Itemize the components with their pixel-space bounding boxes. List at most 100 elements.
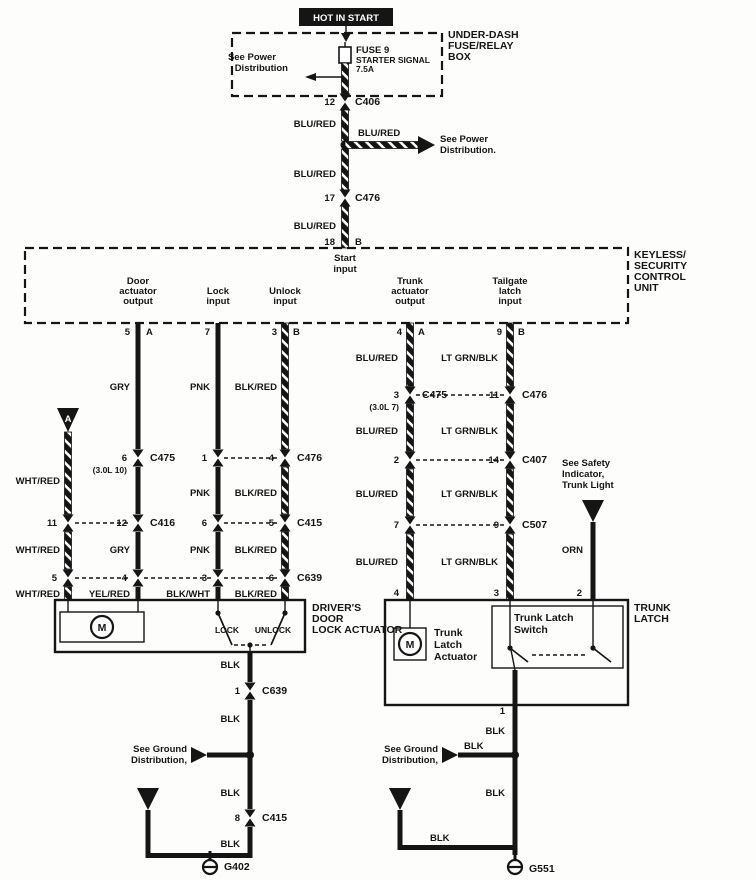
- trunk-switch-frame: [491, 605, 624, 669]
- connector-c475-icon: [404, 386, 416, 404]
- connector-pin: 2: [394, 455, 399, 466]
- connector-name: C407: [522, 454, 547, 466]
- junction-dot: [246, 751, 254, 759]
- wire-label-blk-wht: BLK/WHT: [166, 589, 210, 600]
- lock-label: LOCK: [215, 625, 240, 635]
- fuse-name: FUSE 9: [356, 45, 389, 56]
- motor-icon: [397, 631, 423, 657]
- connector-pin: 11: [489, 390, 500, 401]
- see-power-ref: See Power: [440, 134, 488, 145]
- fuse-detail: STARTER SIGNAL: [356, 55, 430, 65]
- junction-dot: [511, 751, 519, 759]
- wire-blu-red: [341, 148, 349, 191]
- left-harness: A 6 C475 (3.0L 10) 1 4 C476 11 12 C416 6…: [16, 322, 322, 601]
- connector-pin: 6: [269, 573, 274, 584]
- wire-lt-grn-blk: [506, 533, 514, 601]
- connector-c507-icon: [404, 516, 416, 534]
- connector-pin: 14: [488, 455, 499, 466]
- right-arrow-icon: [191, 747, 207, 763]
- see-ground-ref: See Ground: [133, 744, 187, 755]
- wire-label-blu-red: BLU/RED: [356, 489, 398, 500]
- wire-blk-red: [281, 586, 289, 601]
- wire-blk: [145, 853, 253, 858]
- fuse-symbol: [338, 46, 352, 64]
- connector-c639-icon: [244, 682, 256, 700]
- wire-blk: [512, 670, 518, 855]
- connector-pin: 12: [324, 97, 335, 108]
- wire-gry: [135, 532, 141, 569]
- connector-name: C406: [355, 96, 380, 108]
- motor-label: M: [406, 639, 415, 651]
- connector-pin: 9: [494, 520, 499, 531]
- control-unit-section: KEYLESS/ SECURITY CONTROL UNIT Start inp…: [23, 246, 687, 338]
- connector-ref-a-label: A: [65, 414, 72, 425]
- left-arrow-icon: [305, 73, 316, 81]
- connector-pin: 17: [324, 193, 335, 204]
- wire-pnk: [215, 323, 221, 449]
- connector-name: C639: [262, 685, 287, 697]
- control-unit-title: KEYLESS/: [634, 249, 686, 261]
- pin-number: 4: [397, 327, 403, 338]
- wire-label-blu-red: BLU/RED: [294, 119, 336, 130]
- see-ground-ref: See Ground: [384, 744, 438, 755]
- hot-in-start-box: [299, 8, 393, 26]
- trunk-latch-section: TRUNK LATCH M Trunk Latch Actuator Trunk…: [383, 598, 671, 707]
- wire-wht-red: [64, 586, 72, 601]
- ground-ref-icon: [137, 788, 159, 810]
- wire-blu-red: [341, 62, 349, 95]
- pin-letter: B: [355, 237, 362, 248]
- connector-name: C476: [297, 452, 322, 464]
- wire-label-blk: BLK: [220, 660, 240, 671]
- wire-label-wht-red: WHT/RED: [16, 589, 60, 600]
- wire-blu-red: [406, 322, 414, 387]
- trunk-latch-title: TRUNK: [634, 602, 671, 614]
- wire-orn: [590, 522, 596, 600]
- pin-letter: A: [418, 327, 425, 338]
- switch-out-lead: [510, 649, 516, 671]
- connector-name: C507: [522, 519, 547, 531]
- pin-number: 4: [394, 588, 400, 599]
- wire-label-wht-red: WHT/RED: [16, 545, 60, 556]
- wire-blu-red: [341, 205, 349, 249]
- wire-label-blk: BLK: [220, 788, 240, 799]
- trunk-latch-outline: [383, 598, 630, 707]
- pin-number: 9: [497, 327, 502, 338]
- col-label-trunk: actuator: [391, 286, 429, 297]
- see-ground-ref: Distribution,: [131, 755, 187, 766]
- wire-label-blk: BLK: [220, 714, 240, 725]
- see-safety-ref: Trunk Light: [562, 480, 615, 491]
- wire-pnk: [215, 532, 221, 569]
- wire-label-gry: GRY: [110, 545, 131, 556]
- wire-label-blu-red: BLU/RED: [294, 221, 336, 232]
- pin-letter: B: [518, 327, 525, 338]
- wire-label-pnk: PNK: [190, 382, 210, 393]
- wire-lt-grn-blk: [506, 468, 514, 517]
- wire-label-blk-red: BLK/RED: [235, 589, 277, 600]
- wire-blk-wht: [215, 587, 221, 600]
- see-ground-ref: Distribution,: [382, 755, 438, 766]
- connector-c415-icon: [212, 514, 224, 532]
- connector-name: C475: [422, 389, 447, 401]
- connector-name: C415: [297, 517, 322, 529]
- fuse-box-title: FUSE/RELAY: [448, 40, 514, 52]
- connector-c639-icon: [279, 569, 291, 587]
- wire-label-blk: BLK: [220, 839, 240, 850]
- connector-pin: 3: [394, 390, 399, 401]
- col-label-door: actuator: [119, 286, 157, 297]
- connector-name: C416: [150, 517, 175, 529]
- wire-blu-red: [406, 403, 414, 452]
- wire-label-lt-grn-blk: LT GRN/BLK: [441, 426, 498, 437]
- wire-gry: [135, 467, 141, 514]
- trunk-switch-label: Trunk Latch: [514, 612, 574, 624]
- wire-label-blk: BLK: [464, 741, 484, 752]
- connector-c476-icon: [504, 386, 516, 404]
- connector-name: C476: [522, 389, 547, 401]
- fuse-rating: 7.5A: [356, 64, 374, 74]
- wire-blu-red: [406, 533, 414, 601]
- connector-pin: 11: [47, 518, 58, 529]
- see-power-ref: Distribution: [235, 63, 288, 74]
- wire-blk-red: [281, 531, 289, 570]
- connector-c415-icon: [279, 514, 291, 532]
- trunk-actuator-label: Latch: [434, 639, 462, 651]
- wire-blk: [247, 652, 253, 682]
